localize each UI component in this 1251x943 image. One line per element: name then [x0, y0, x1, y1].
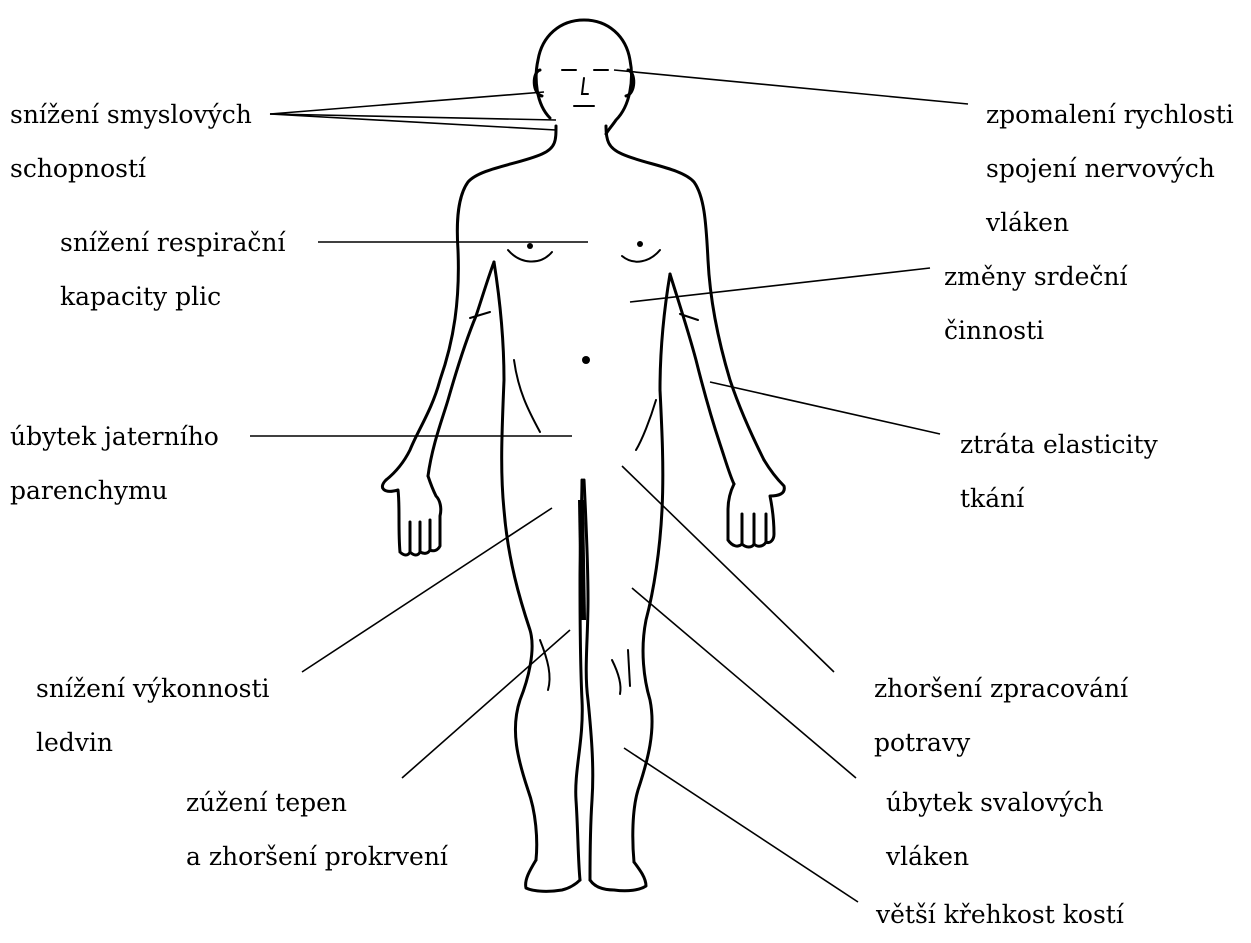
label-muscle: úbytek svalových vláken [886, 776, 1103, 884]
label-digestion: zhoršení zpracování potravy [874, 662, 1128, 770]
right-leg-inner [584, 480, 593, 880]
left-forearm-line [514, 360, 540, 432]
label-kidneys: snížení výkonnosti ledvin [36, 662, 270, 770]
label-liver-line-1: úbytek jaterního [10, 410, 219, 464]
label-kidneys-line-2: ledvin [36, 716, 270, 770]
label-nerve-line-3: vláken [986, 196, 1234, 250]
label-heart-line-2: činnosti [944, 304, 1128, 358]
label-elasticity-line-1: ztráta elasticity [960, 418, 1158, 472]
label-muscle-line-1: úbytek svalových [886, 776, 1103, 830]
label-arteries-line-2: a zhoršení prokrvení [186, 830, 448, 884]
left-flank [494, 262, 537, 860]
label-elasticity: ztráta elasticity tkání [960, 418, 1158, 526]
right-knee [612, 660, 621, 694]
label-bones: větší křehkost kostí [876, 888, 1124, 942]
left-hand [382, 476, 440, 555]
head-outline [536, 20, 631, 134]
label-nerve-line-2: spojení nervových [986, 142, 1234, 196]
label-kidneys-line-1: snížení výkonnosti [36, 662, 270, 716]
label-digestion-line-2: potravy [874, 716, 1128, 770]
label-bones-line-1: větší křehkost kostí [876, 888, 1124, 942]
right-hand [728, 460, 784, 547]
label-liver: úbytek jaterního parenchymu [10, 410, 219, 518]
label-senses: snížení smyslových schopností [10, 88, 252, 196]
label-senses-line-2: schopností [10, 142, 252, 196]
leader-heart [630, 268, 930, 302]
label-senses-line-1: snížení smyslových [10, 88, 252, 142]
left-arm-inner [428, 262, 494, 476]
torso-right-outline [606, 126, 764, 460]
label-muscle-line-2: vláken [886, 830, 1103, 884]
right-foot [590, 862, 646, 891]
leader-nerve [614, 70, 968, 104]
right-hip-line [636, 400, 656, 450]
label-arteries-line-1: zúžení tepen [186, 776, 448, 830]
right-knee-2 [628, 650, 630, 686]
leader-arteries [402, 630, 570, 778]
leader-senses-1 [270, 92, 544, 114]
left-pectoral [508, 250, 552, 262]
body-outline [382, 20, 784, 891]
label-liver-line-2: parenchymu [10, 464, 219, 518]
label-heart: změny srdeční činnosti [944, 250, 1128, 358]
label-lungs-line-1: snížení respirační [60, 216, 285, 270]
torso-left-outline [386, 126, 556, 480]
left-nipple [527, 243, 533, 249]
label-nerve-line-1: zpomalení rychlosti [986, 88, 1234, 142]
right-nipple [637, 241, 643, 247]
navel [582, 356, 590, 364]
label-nerve: zpomalení rychlosti spojení nervových vl… [986, 88, 1234, 250]
leader-elasticity [710, 382, 940, 434]
left-knee [540, 640, 550, 690]
leader-bones [624, 748, 858, 902]
label-heart-line-1: změny srdeční [944, 250, 1128, 304]
label-arteries: zúžení tepen a zhoršení prokrvení [186, 776, 448, 884]
leader-muscle [632, 588, 856, 778]
left-elbow-crease [470, 312, 490, 318]
label-lungs-line-2: kapacity plic [60, 270, 285, 324]
right-arm-inner [670, 274, 734, 484]
leader-kidneys [302, 508, 552, 672]
label-elasticity-line-2: tkání [960, 472, 1158, 526]
right-pectoral [622, 250, 660, 262]
label-digestion-line-1: zhoršení zpracování [874, 662, 1128, 716]
label-lungs: snížení respirační kapacity plic [60, 216, 285, 324]
nose [582, 78, 588, 94]
left-foot [526, 860, 580, 891]
